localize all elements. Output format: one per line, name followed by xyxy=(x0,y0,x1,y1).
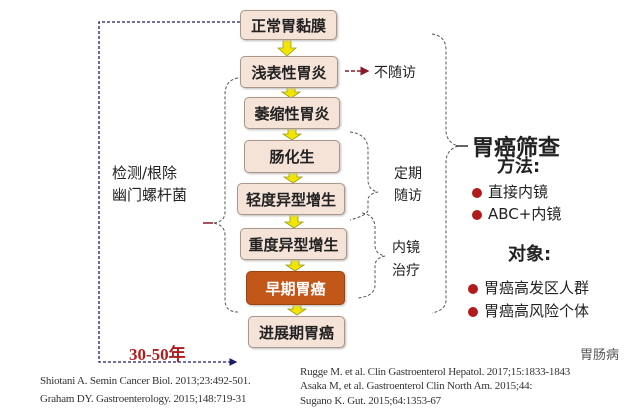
hp-label-line2: 幽门螺杆菌 xyxy=(112,186,188,204)
bullet-icon xyxy=(468,283,478,294)
stage-early-gastric-cancer: 早期胃癌 xyxy=(246,271,345,305)
regular-followup-line1: 定期 xyxy=(394,166,422,182)
treatment-brace xyxy=(357,212,386,299)
progression-arrows xyxy=(276,38,308,316)
endoscopic-treatment-line1: 内镜 xyxy=(392,240,420,256)
target-item: 胃癌高风险个体 xyxy=(468,300,589,321)
targets-title: 对象: xyxy=(508,244,552,265)
stage-severe-dysplasia: 重度异型增生 xyxy=(240,228,347,260)
hp-brace xyxy=(212,77,239,313)
endoscopic-treatment-line2: 治疗 xyxy=(392,263,420,279)
screening-title: 胃癌筛查 xyxy=(472,136,561,161)
method-item: 直接内镜 xyxy=(472,181,548,202)
stage-normal-mucosa: 正常胃黏膜 xyxy=(240,10,337,40)
methods-title: 方法: xyxy=(497,156,541,177)
stage-intestinal-metaplasia: 肠化生 xyxy=(244,140,340,173)
bullet-icon xyxy=(472,187,482,198)
reference: Shiotani A. Semin Cancer Biol. 2013;23:4… xyxy=(40,375,251,387)
method-item: ABC+内镜 xyxy=(472,203,561,224)
reference: Asaka M, et al. Gastroenterol Clin North… xyxy=(300,380,533,392)
reference: Rugge M. et al. Clin Gastroenterol Hepat… xyxy=(300,366,571,378)
no-followup-label: 不随访 xyxy=(374,65,416,81)
target-item: 胃癌高发区人群 xyxy=(468,277,589,298)
stage-mild-dysplasia: 轻度异型增生 xyxy=(237,183,345,215)
years-label: 30-50年 xyxy=(129,345,186,364)
hp-label-line1: 检测/根除 xyxy=(112,164,178,182)
screening-brace xyxy=(431,33,460,314)
reference: Graham DY. Gastroenterology. 2015;148:71… xyxy=(40,393,247,405)
bullet-icon xyxy=(472,209,482,220)
stage-advanced-gastric-cancer: 进展期胃癌 xyxy=(248,316,345,348)
stage-atrophic-gastritis: 萎缩性胃炎 xyxy=(244,97,340,129)
stage-superficial-gastritis: 浅表性胃炎 xyxy=(240,56,338,88)
regular-followup-line2: 随访 xyxy=(394,188,422,204)
watermark: 胃肠病 xyxy=(580,348,620,363)
long-term-loop xyxy=(98,21,240,366)
bullet-icon xyxy=(468,306,478,317)
followup-brace xyxy=(349,131,379,221)
reference: Sugano K. Gut. 2015;64:1353-67 xyxy=(300,395,441,407)
